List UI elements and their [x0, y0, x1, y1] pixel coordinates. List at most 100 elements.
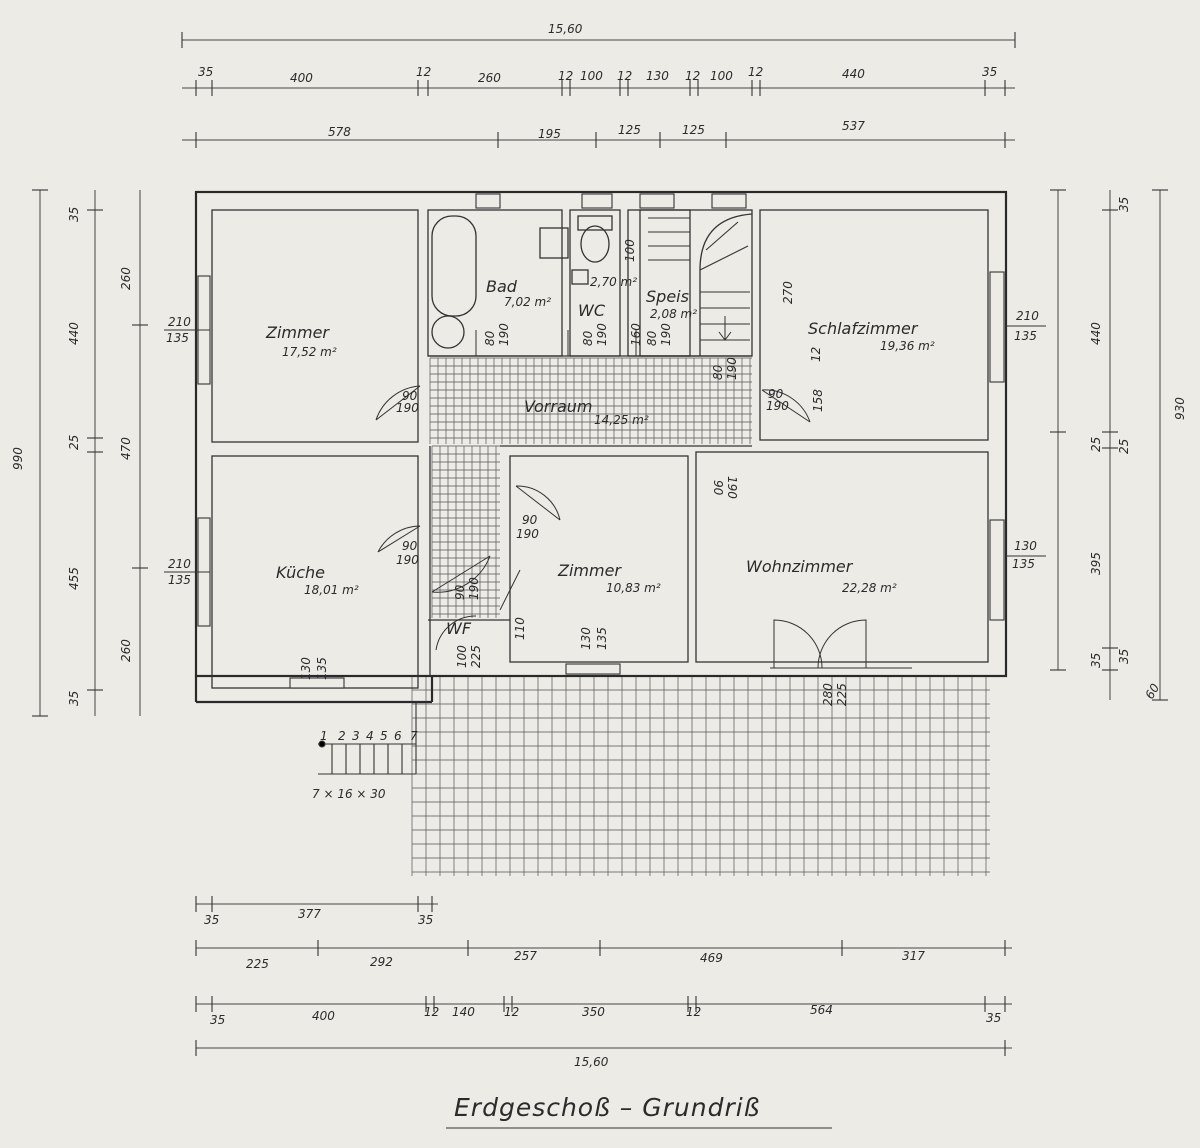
area-kueche: 18,01 m² [304, 583, 359, 597]
stair-step-numbers: 1 2 3 4 5 6 7 [320, 729, 418, 743]
area-bad: 7,02 m² [504, 295, 551, 309]
dim-top-2-d: 125 [682, 123, 705, 137]
door-schlaf-h: 190 [766, 399, 789, 413]
dim-right-in-3: 395 [1089, 552, 1103, 575]
door-wf-w: 90 [453, 584, 467, 600]
step-3: 3 [352, 729, 360, 743]
dim-left-total: 990 [11, 447, 25, 470]
walls [194, 190, 1008, 704]
door-zimmer-mid-h: 190 [516, 527, 539, 541]
dim-left-out-1: 260 [119, 267, 133, 290]
room-wf: WF [446, 619, 472, 638]
door-kueche-h: 190 [396, 553, 419, 567]
label-wf-225: 225 [469, 645, 483, 668]
dim-top-2-a: 578 [328, 125, 351, 139]
win-wohn-h: 135 [1012, 557, 1035, 571]
door-kueche-w: 90 [402, 539, 418, 553]
dim-left-in-4: 455 [67, 567, 81, 590]
dim-bot-2-e: 317 [902, 949, 925, 963]
area-zimmer-nw: 17,52 m² [282, 345, 337, 359]
win-wohn-w: 130 [1014, 539, 1037, 553]
door-zimmer-w: 90 [402, 389, 418, 403]
bathtub-drain [431, 315, 465, 349]
bath-fixtures [431, 215, 613, 349]
dim-bot-3-h: 564 [810, 1003, 833, 1017]
room-zimmer-nw: Zimmer [265, 323, 330, 342]
dim-top-1-f: 100 [580, 69, 603, 83]
door-wohn-h: 190 [725, 476, 739, 499]
step-6: 6 [394, 729, 402, 743]
dim-right-out-3: 35 [1117, 649, 1131, 664]
win-schlaf-w: 210 [1016, 309, 1039, 323]
dim-top-1-i: 12 [685, 69, 700, 83]
win-zimmer-s-h: 135 [595, 627, 609, 650]
step-5: 5 [380, 729, 388, 743]
dim-left-out-3: 260 [119, 639, 133, 662]
room-wc: WC [578, 301, 606, 320]
toilet-bowl [580, 225, 610, 263]
top-dimensions: 15,60 35 400 12 260 12 100 12 130 12 100… [181, 22, 1016, 148]
door-wc-h: 190 [595, 323, 609, 346]
vorraum-tiles [429, 357, 752, 618]
dim-left-in-2: 440 [67, 322, 81, 345]
dim-left-out-2: 470 [119, 437, 133, 460]
room-bad: Bad [486, 277, 518, 296]
win-zimmer-w: 210 [168, 315, 191, 329]
win-terrasse-w: 280 [821, 683, 835, 706]
door-wohn-w: 90 [711, 480, 725, 496]
area-speis: 2,08 m² [650, 307, 697, 321]
dim-top-1-e: 12 [558, 69, 573, 83]
dim-left-in-1: 35 [67, 207, 81, 222]
dim-top-1-g: 12 [617, 69, 632, 83]
door-stair-h: 190 [725, 357, 739, 380]
dim-right-out-2: 25 [1117, 439, 1131, 454]
dim-bot-3-e: 12 [504, 1005, 519, 1019]
area-wohnzimmer: 22,28 m² [842, 581, 897, 595]
dim-top-1-d: 260 [478, 71, 501, 85]
room-zimmer-mid: Zimmer [557, 561, 622, 580]
label-speis-w: 100 [623, 239, 637, 262]
win-zimmer-h: 135 [166, 331, 189, 345]
door-speis-w: 80 [645, 330, 659, 346]
terrace-tiles [411, 675, 990, 876]
stairs-spec: 7 × 16 × 30 [312, 787, 386, 801]
room-schlafzimmer: Schlafzimmer [808, 319, 919, 338]
dim-bot-1-a: 35 [204, 913, 219, 927]
dim-top-1-m: 35 [982, 65, 997, 79]
dim-bot-3-f: 350 [582, 1005, 605, 1019]
dim-top-1-b: 400 [290, 71, 313, 85]
door-speis-h: 190 [659, 323, 673, 346]
dim-bot-3-b: 400 [312, 1009, 335, 1023]
door-stair-w: 80 [711, 364, 725, 380]
door-schlaf-w: 90 [768, 387, 784, 401]
win-terrasse-h: 225 [835, 683, 849, 706]
door-bad-w: 80 [483, 330, 497, 346]
win-schlaf-h: 135 [1014, 329, 1037, 343]
washbasin [539, 227, 569, 259]
dim-bot-2-a: 225 [246, 957, 269, 971]
dim-bot-1-b: 377 [298, 907, 321, 921]
bathtub [431, 215, 477, 317]
dim-top-1-h: 130 [646, 69, 669, 83]
label-stair-h: 270 [781, 281, 795, 304]
entrance-stairs [318, 702, 417, 775]
win-zimmer-s-w: 130 [579, 627, 593, 650]
door-bad-h: 190 [497, 323, 511, 346]
step-2: 2 [338, 729, 346, 743]
dim-top-1-c: 12 [416, 65, 431, 79]
staircase [648, 213, 753, 356]
step-7: 7 [410, 729, 418, 743]
dim-right-in-4: 35 [1089, 653, 1103, 668]
stair-arrow [718, 316, 732, 341]
dim-top-1-k: 12 [748, 65, 763, 79]
dim-top-1-j: 100 [710, 69, 733, 83]
area-vorraum: 14,25 m² [594, 413, 649, 427]
dim-bot-1-c: 35 [418, 913, 433, 927]
dim-top-2-b: 195 [538, 127, 561, 141]
area-wc: 2,70 m² [590, 275, 637, 289]
room-labels: Zimmer 17,52 m² Bad 7,02 m² WC 2,70 m² S… [265, 275, 935, 638]
step-4: 4 [366, 729, 374, 743]
label-wf-100: 100 [455, 645, 469, 668]
dim-right-out-1: 35 [1117, 197, 1131, 212]
